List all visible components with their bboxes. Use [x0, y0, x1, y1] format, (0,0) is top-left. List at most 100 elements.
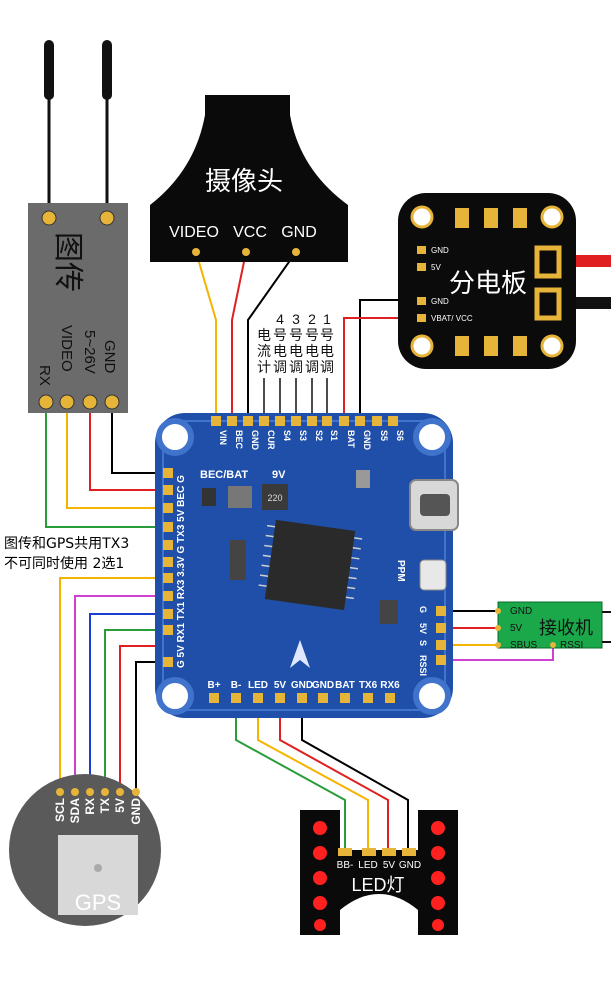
fc-bottom-pad-label: GND [291, 680, 313, 691]
wire-camera-gnd [247, 251, 297, 420]
fc-top-pad [291, 416, 301, 426]
fc-left-pad [163, 657, 173, 667]
receiver-title: 接收机 [539, 618, 593, 638]
fc-left-pads: G 5V RX1 TX1 RX3 3.3V G TX3 5V BEC G [163, 468, 187, 668]
esc-label-4: 4 号 电 调 [273, 311, 287, 375]
wire-led-5v [279, 700, 389, 850]
receiver-module: GND 5V SBUS RSSI 接收机 [495, 601, 611, 651]
fc-top-pad-label: S2 [314, 430, 324, 441]
led-pin-5v: 5V [383, 860, 396, 871]
gps-title: GPS [75, 890, 121, 915]
receiver-pin-gnd: GND [510, 606, 532, 617]
led-board [300, 810, 458, 935]
camera-pin-gnd: GND [281, 224, 317, 241]
fc-bottom-pad [363, 693, 373, 703]
fc-top-pad [388, 416, 398, 426]
esc-label-1: 1 号 电 调 [320, 311, 334, 375]
vtx-title: 图传 [51, 232, 84, 292]
pdb-pin-gnd-1: GND [431, 246, 449, 255]
gps-pin-label: RX [83, 798, 97, 815]
camera-module: 摄像头 VIDEO VCC GND [150, 95, 348, 262]
fc-right-pad-label: G [418, 606, 428, 613]
fc-bottom-pad [275, 693, 285, 703]
fc-silk-9v: 9V [272, 469, 286, 481]
fc-inductor [262, 484, 288, 510]
receiver-pin-sbus: SBUS [510, 640, 538, 651]
gps-pin-pad [71, 788, 79, 796]
wire-gps-rx [89, 613, 168, 790]
flight-controller: 220 BEC/BAT 9V PPM [155, 413, 459, 718]
wire-vtx-gnd [111, 400, 168, 474]
vtx-module: 图传 GND 5~26V VIDEO RX [28, 40, 128, 413]
fc-top-pad-label: S3 [298, 430, 308, 441]
fc-top-pad [211, 416, 221, 426]
svg-text:3: 3 [292, 311, 300, 327]
fc-top-pad [355, 416, 365, 426]
fc-bottom-pad-label: RX6 [380, 680, 400, 691]
wire-gps-tx [104, 629, 168, 790]
svg-text:号: 号 [273, 327, 287, 343]
receiver-pin-5v: 5V [510, 623, 523, 634]
fc-bottom-pad [209, 693, 219, 703]
fc-bottom-pad-label: LED [248, 680, 268, 691]
gps-pin-pad [132, 788, 140, 796]
vtx-pin-rx: RX [36, 365, 53, 386]
svg-text:调: 调 [273, 359, 287, 375]
fc-left-pad [163, 485, 173, 495]
gps-pin-pad [56, 788, 64, 796]
fc-bottom-pad-label: B- [231, 680, 242, 691]
wire-camera-video [195, 251, 217, 420]
svg-text:号: 号 [320, 327, 334, 343]
fc-top-pad [307, 416, 317, 426]
gps-pin-pad [86, 788, 94, 796]
fc-left-pad [163, 522, 173, 532]
fc-top-pad-label: BAT [346, 430, 356, 448]
esc-labels: 电 流 计 4 号 电 调 3 号 电 调 2 号 电 调 1 号 电 调 [257, 311, 334, 375]
wire-gps-sda [74, 595, 168, 790]
fc-bottom-pad-label: BAT [335, 680, 355, 691]
fc-top-pad-label: S4 [282, 430, 292, 441]
fc-right-pad-label: RSSI [418, 655, 428, 676]
fc-bottom-pad [253, 693, 263, 703]
wire-led-bb [235, 700, 346, 850]
fc-bottom-pad [297, 693, 307, 703]
gps-pin-label: 5V [113, 798, 127, 813]
fc-top-pad-label: GND [362, 430, 372, 451]
fc-right-pad [436, 623, 446, 633]
led-pin-led: LED [358, 860, 377, 871]
fc-top-pad [227, 416, 237, 426]
fc-left-pad [163, 468, 173, 478]
fc-top-pad [339, 416, 349, 426]
gps-pin-pad [116, 788, 124, 796]
receiver-board [497, 601, 603, 649]
vtx-pin-video: VIDEO [58, 325, 75, 372]
led-lights [313, 821, 445, 931]
fc-top-pad-label: BEC [234, 430, 244, 450]
fc-top-pad-label: S6 [395, 430, 405, 441]
svg-text:调: 调 [320, 359, 334, 375]
pdb-pin-gnd-2: GND [431, 297, 449, 306]
svg-text:调: 调 [305, 359, 319, 375]
fc-silk-bec: BEC/BAT [200, 469, 248, 481]
pdb-pin-vbat: VBAT/ VCC [431, 314, 473, 323]
fc-right-pad [436, 655, 446, 665]
fc-left-pad [163, 625, 173, 635]
fc-top-pad [259, 416, 269, 426]
shared-tx3-note-line2: 不可同时使用 2选1 [4, 556, 125, 572]
wire-vtx-video [66, 400, 168, 509]
pdb-title: 分电板 [449, 268, 527, 298]
pdb-module: GND 5V GND VBAT/ VCC 分电板 [398, 193, 576, 369]
wires [45, 251, 611, 850]
camera-body [150, 95, 348, 262]
fc-top-pad-label: VIN [218, 430, 228, 445]
gps-pin-label: GND [129, 798, 143, 825]
gps-pin-label: SDA [68, 798, 82, 824]
wire-led-gnd [301, 700, 409, 850]
gps-pin-pad [101, 788, 109, 796]
fc-top-pad-label: CUR [266, 430, 276, 450]
svg-text:电: 电 [305, 343, 319, 359]
fc-bottom-pad [340, 693, 350, 703]
